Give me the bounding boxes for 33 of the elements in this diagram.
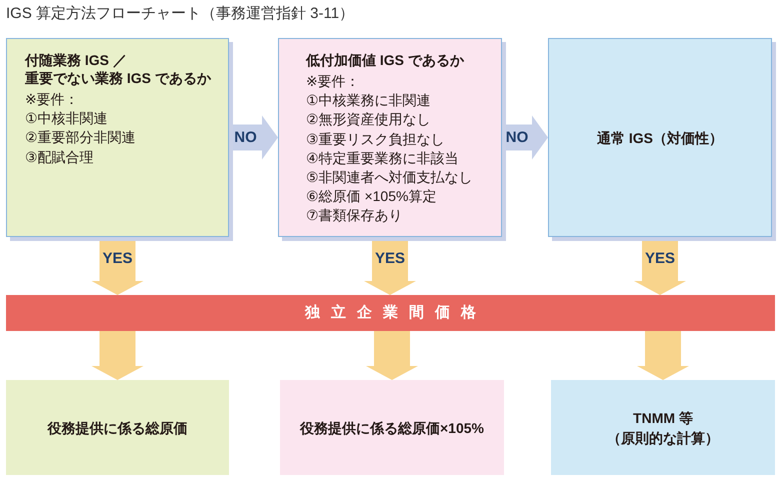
requirement-item: ①中核非関連 <box>25 109 108 128</box>
requirement-item: ⑥総原価 ×105%算定 <box>306 187 436 206</box>
result-band <box>6 295 775 331</box>
box-text: 役務提供に係る総原価 <box>48 418 188 438</box>
result-box <box>551 380 775 475</box>
requirements-label: ※要件： <box>306 72 360 91</box>
question-heading: 低付加価値 IGS であるか <box>306 51 464 69</box>
requirements-label: ※要件： <box>25 90 79 109</box>
edge-label: YES <box>645 251 675 267</box>
edge-label: YES <box>102 251 132 267</box>
edge-label: NO <box>506 130 528 146</box>
requirement-item: ⑤非関連者へ対価支払なし <box>306 168 473 188</box>
requirement-item: ②重要部分非関連 <box>25 128 136 148</box>
edge-label: NO <box>234 130 257 146</box>
box-text: （原則的な計算） <box>607 428 719 448</box>
box-text: 役務提供に係る総原価×105% <box>300 418 484 438</box>
block-arrow <box>92 331 144 380</box>
block-arrow <box>366 331 418 380</box>
edge-label: YES <box>375 251 405 267</box>
requirement-item: ③配賦合理 <box>25 148 94 167</box>
question-heading: 付随業務 IGS ／重要でない業務 IGS であるか <box>25 51 212 87</box>
box-text: 通常 IGS（対価性） <box>596 128 723 148</box>
requirement-item: ③重要リスク負担なし <box>306 130 445 149</box>
result-box <box>280 380 504 475</box>
box-text: TNMM 等 <box>633 408 693 428</box>
requirement-item: ⑦書類保存あり <box>306 206 403 226</box>
band-text: 独立企業間価格 <box>304 303 487 323</box>
requirement-item: ④特定重要業務に非該当 <box>306 148 459 168</box>
requirement-item: ①中核業務に非関連 <box>306 91 431 110</box>
diagram-title: IGS 算定方法フローチャート（事務運営指針 3-11） <box>6 4 354 24</box>
result-box <box>6 380 229 475</box>
requirement-item: ②無形資産使用なし <box>306 110 431 130</box>
block-arrow <box>637 331 689 380</box>
